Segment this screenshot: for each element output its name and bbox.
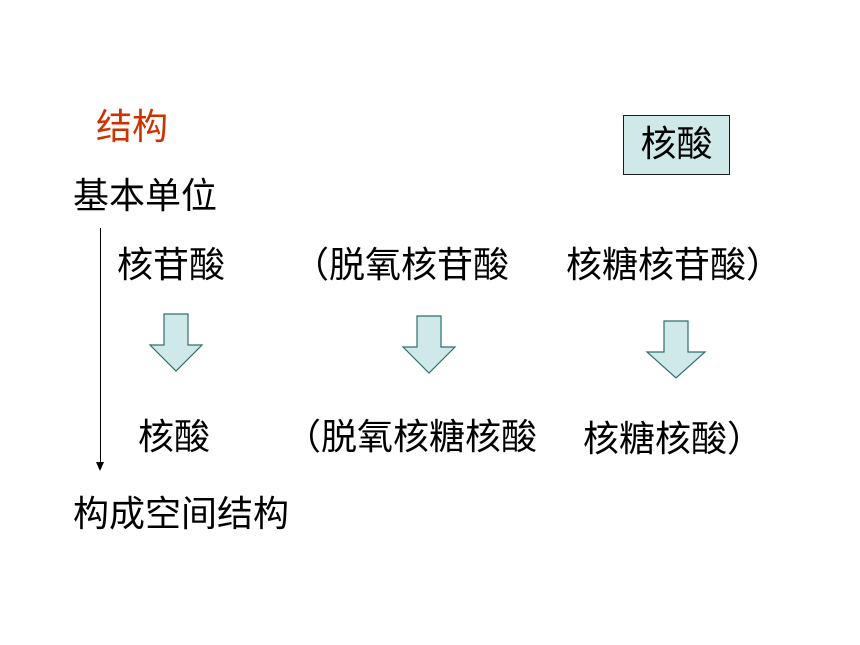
down-arrow-icon <box>148 313 204 372</box>
subtitle: 基本单位 <box>73 176 218 217</box>
row1-col1: 核苷酸 <box>117 245 226 286</box>
row1-col2: （脱氧核苷酸 <box>293 245 510 286</box>
row2-col1: 核酸 <box>138 417 211 458</box>
bottom-text: 构成空间结构 <box>73 494 290 535</box>
down-arrow-icon <box>645 320 707 379</box>
down-arrow-icon <box>401 315 457 374</box>
boxed-title: 核酸 <box>623 115 730 175</box>
row1-col3: 核糖核苷酸） <box>566 245 783 286</box>
vertical-line <box>100 228 101 466</box>
row2-col3: 核糖核酸） <box>583 419 764 460</box>
down-arrowhead-icon <box>96 462 104 471</box>
row2-col2: （脱氧核糖核酸 <box>285 417 538 458</box>
section-label: 结构 <box>96 107 169 148</box>
